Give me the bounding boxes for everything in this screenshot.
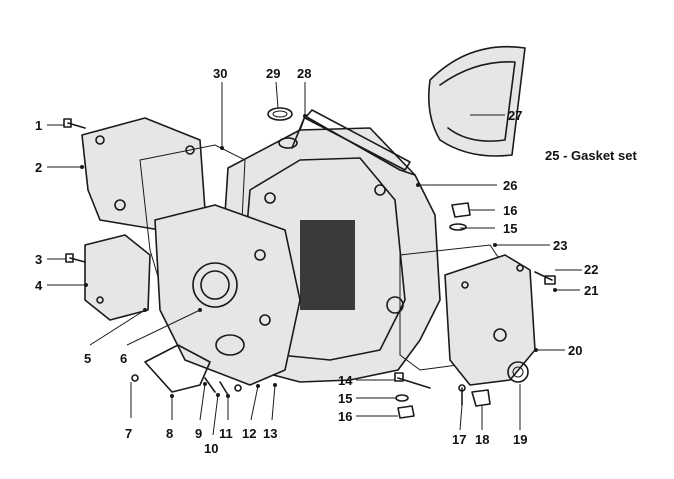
screw-17 [458, 384, 466, 406]
label-18: 18 [475, 432, 489, 447]
label-26: 26 [503, 178, 517, 193]
gasket-set-note: 25 - Gasket set [545, 148, 637, 163]
leader-dots [80, 114, 557, 398]
label-11: 11 [219, 426, 233, 441]
small-plate [84, 234, 151, 321]
front-cover [154, 204, 301, 386]
label-16b: 16 [503, 203, 517, 218]
label-27: 27 [508, 108, 522, 123]
leader-lines [47, 81, 582, 436]
label-17: 17 [452, 432, 466, 447]
left-top-cover [81, 117, 206, 231]
label-4: 4 [35, 278, 43, 293]
washer-15 [395, 394, 409, 402]
part-labels: 1 2 3 4 5 6 7 8 9 10 11 12 13 14 15 16 1… [35, 66, 598, 456]
screw-7 [131, 374, 139, 382]
label-29: 29 [266, 66, 280, 81]
plate-8 [144, 344, 211, 393]
label-6: 6 [120, 351, 127, 366]
label-20: 20 [568, 343, 582, 358]
curved-cover [427, 45, 526, 157]
oval-plug [267, 107, 293, 121]
label-5: 5 [84, 351, 91, 366]
label-12: 12 [242, 426, 256, 441]
label-10: 10 [204, 441, 218, 456]
label-2: 2 [35, 160, 42, 175]
label-19: 19 [513, 432, 527, 447]
bolt-22 [534, 271, 556, 285]
label-13: 13 [263, 426, 277, 441]
label-22: 22 [584, 262, 598, 277]
nut-16 [397, 405, 415, 419]
label-1: 1 [35, 118, 42, 133]
bolt-1 [63, 118, 86, 129]
label-8: 8 [166, 426, 173, 441]
part-18 [471, 389, 491, 407]
label-15a: 15 [338, 391, 352, 406]
label-30: 30 [213, 66, 227, 81]
label-16a: 16 [338, 409, 352, 424]
bolts-9-11 [204, 377, 242, 396]
label-21: 21 [584, 283, 598, 298]
bolt-14 [394, 372, 431, 389]
right-cover [444, 254, 536, 386]
label-14: 14 [338, 373, 353, 388]
label-23: 23 [553, 238, 567, 253]
label-9: 9 [195, 426, 202, 441]
label-28: 28 [297, 66, 311, 81]
label-7: 7 [125, 426, 132, 441]
bolt-3 [65, 253, 86, 263]
label-3: 3 [35, 252, 42, 267]
cover-strip [304, 109, 411, 171]
label-15b: 15 [503, 221, 517, 236]
plug-16-top [449, 202, 471, 231]
